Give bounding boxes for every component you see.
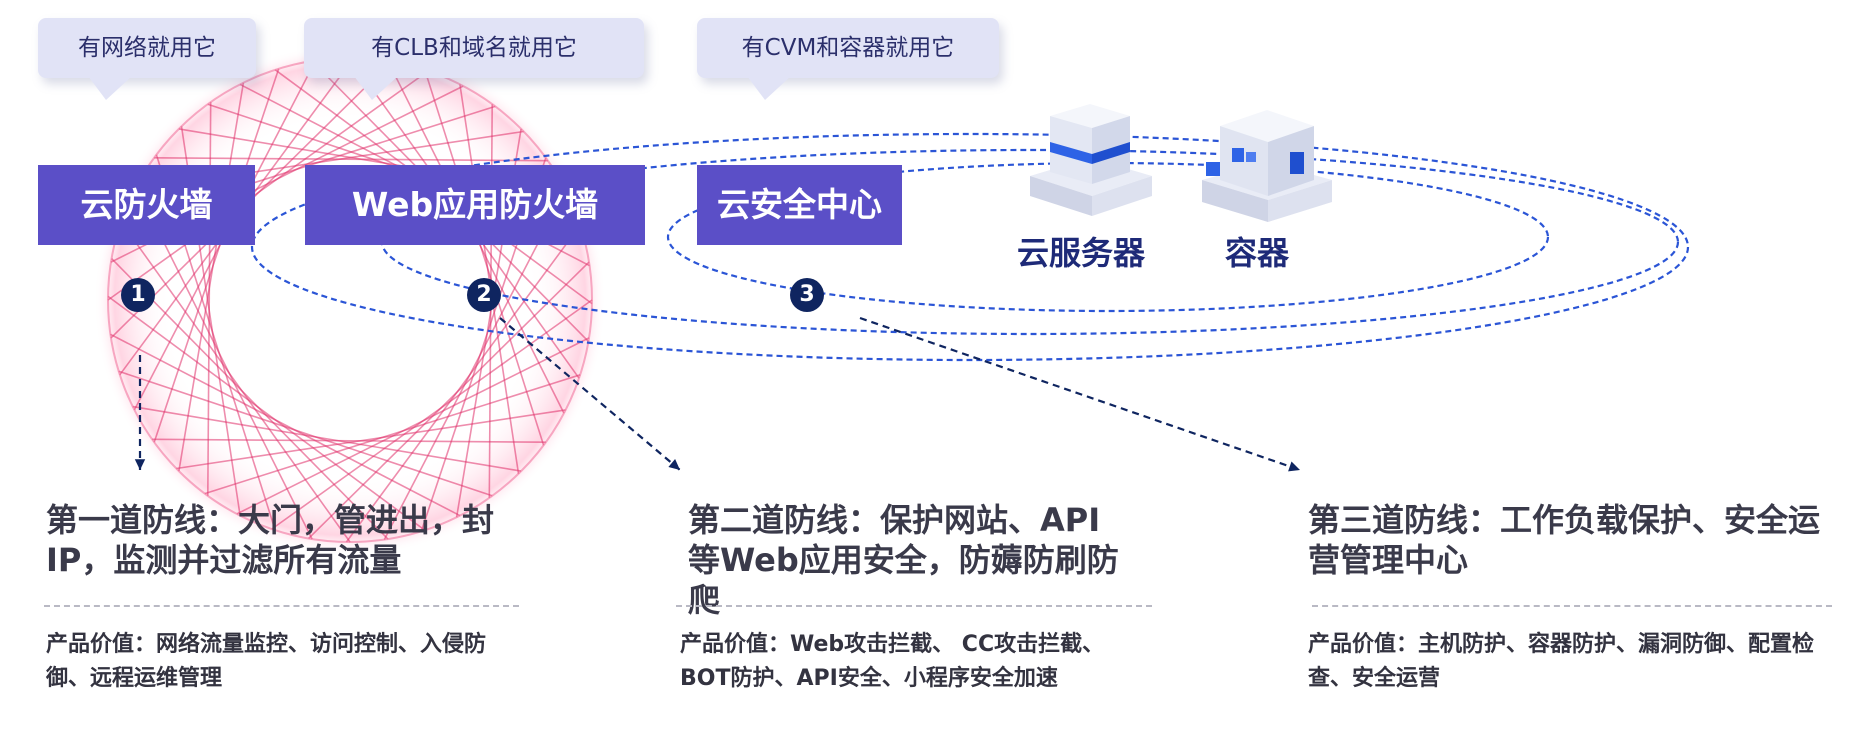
flow-arrow-2 bbox=[499, 317, 681, 471]
bubble-clb-text: 有CLB和域名就用它 bbox=[371, 35, 577, 61]
flow-ellipse-1 bbox=[250, 132, 1690, 362]
step-badge-2: 2 bbox=[467, 278, 501, 312]
arrow-head-1 bbox=[134, 459, 146, 470]
spirograph-line bbox=[111, 258, 389, 540]
defense-line-2-value: 产品价值：Web攻击拦截、 CC攻击拦截、BOT防护、API安全、小程序安全加速 bbox=[680, 632, 1105, 691]
spirograph-line bbox=[154, 157, 548, 162]
flow-ellipse-3 bbox=[666, 161, 1550, 313]
defense-line-3-title: 第三道防线：工作负载保护、安全运营管理中心 bbox=[1308, 501, 1821, 579]
spirograph-decoration bbox=[94, 44, 606, 556]
defense-line-3-value: 产品价值：主机防护、容器防护、漏洞防御、配置检查、安全运营 bbox=[1308, 632, 1815, 691]
defense-line-1-title: 第一道防线：大门，管进出，封IP，监测并过滤所有流量 bbox=[46, 501, 495, 579]
security-center-label: 云安全中心 bbox=[717, 185, 882, 224]
divider bbox=[1312, 605, 1832, 607]
bubble-network: 有网络就用它 bbox=[38, 18, 256, 100]
spirograph-line bbox=[345, 224, 581, 543]
container-icon bbox=[1202, 110, 1332, 222]
bubble-network-text: 有网络就用它 bbox=[78, 35, 216, 61]
defense-line-1-value: 产品价值：网络流量监控、访问控制、入侵防御、远程运维管理 bbox=[46, 632, 487, 691]
cloud-firewall-box[interactable]: 云防火墙 bbox=[38, 165, 255, 245]
spirograph-line bbox=[110, 333, 461, 517]
flow-arrows bbox=[134, 316, 1301, 472]
bubble-tail bbox=[747, 76, 791, 100]
container-label: 容器 bbox=[1225, 234, 1290, 272]
security-center-box[interactable]: 云安全中心 bbox=[697, 165, 902, 245]
step-badge-1: 1 bbox=[121, 278, 155, 312]
spirograph-line bbox=[383, 189, 567, 540]
spirograph-line bbox=[204, 374, 581, 495]
server-icon bbox=[1030, 104, 1152, 216]
spirograph-line bbox=[118, 370, 493, 497]
spirograph-line bbox=[135, 186, 313, 540]
spirograph-line bbox=[132, 405, 522, 472]
divider bbox=[44, 605, 519, 607]
bubble-tail bbox=[88, 76, 132, 100]
bubble-clb: 有CLB和域名就用它 bbox=[304, 18, 644, 100]
cloud-firewall-label: 云防火墙 bbox=[80, 185, 213, 224]
bubble-cvm: 有CVM和容器就用它 bbox=[697, 18, 999, 100]
flow-arrow-3 bbox=[859, 316, 1301, 472]
spirograph-line bbox=[308, 261, 590, 539]
arrow-head-2 bbox=[668, 459, 680, 470]
spirograph-line bbox=[176, 409, 566, 470]
waf-box[interactable]: Web应用防火墙 bbox=[305, 165, 645, 245]
spirograph-line bbox=[236, 337, 590, 515]
server-label: 云服务器 bbox=[1017, 234, 1146, 272]
defense-line-2-title: 第二道防线：保护网站、API等Web应用安全，防薅防刷防爬 bbox=[688, 501, 1119, 619]
divider bbox=[676, 605, 1152, 607]
spirograph-line bbox=[107, 295, 426, 531]
spirograph-line bbox=[153, 68, 280, 443]
spirograph-line bbox=[107, 70, 429, 301]
spirograph-line bbox=[424, 69, 545, 446]
spirograph-line bbox=[178, 82, 245, 472]
step-badge-3: 3 bbox=[790, 278, 824, 312]
spirograph-glow bbox=[94, 44, 606, 556]
spirograph-line bbox=[152, 438, 546, 443]
bubble-tail bbox=[354, 76, 398, 100]
arrow-head-3 bbox=[1288, 461, 1300, 472]
bubble-cvm-text: 有CVM和容器就用它 bbox=[741, 35, 955, 61]
waf-label: Web应用防火墙 bbox=[351, 185, 599, 224]
spirograph-line bbox=[120, 221, 351, 543]
